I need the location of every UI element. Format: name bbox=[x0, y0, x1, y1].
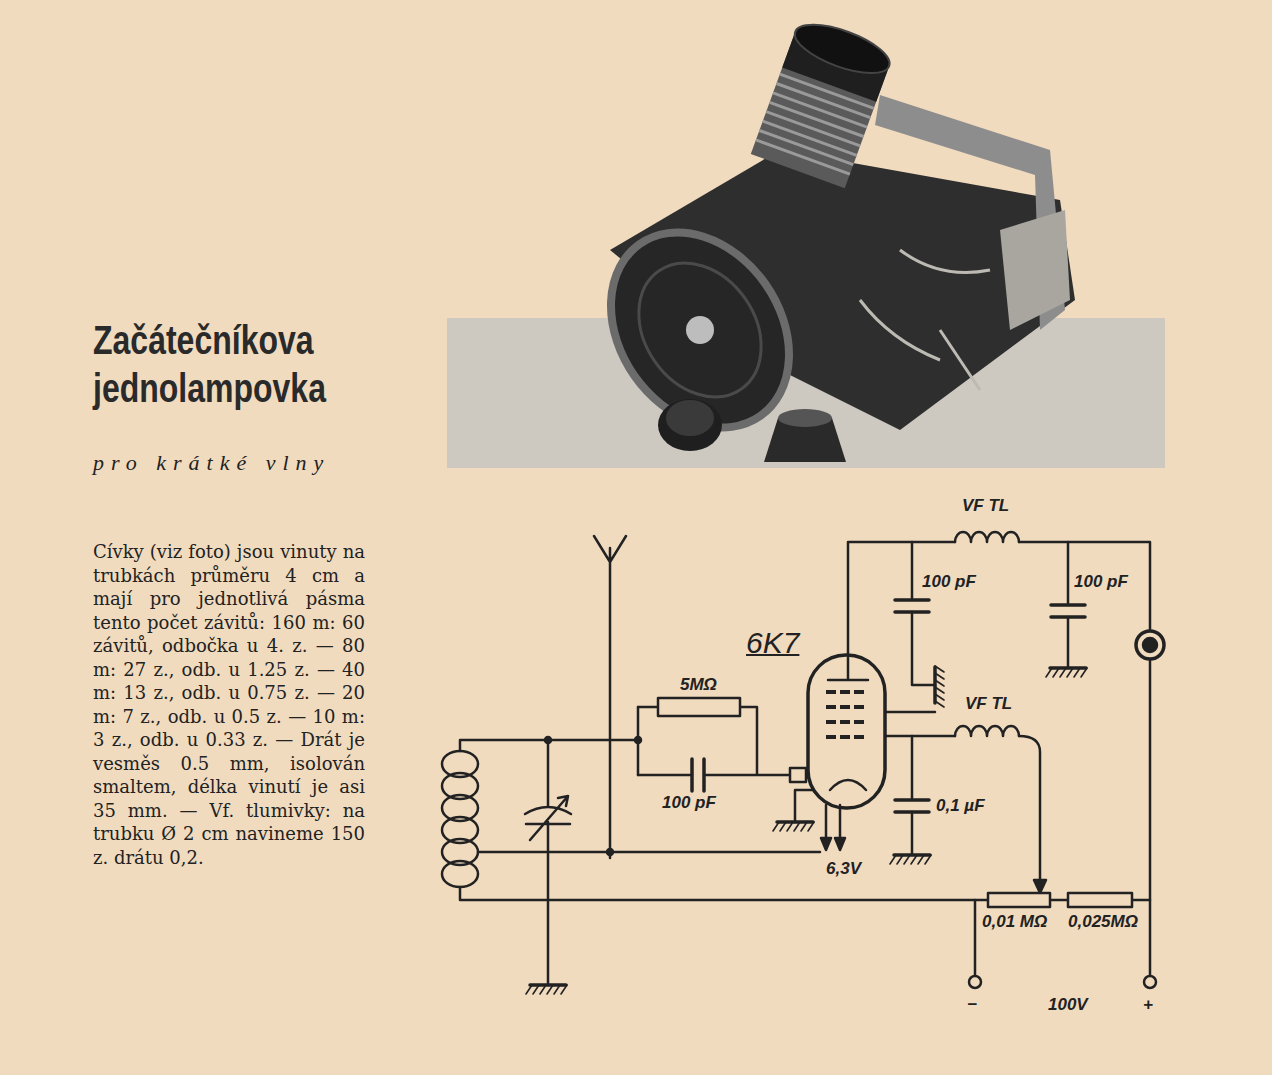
photo bbox=[447, 15, 1165, 468]
value-label: 100 pF bbox=[1074, 573, 1128, 592]
choke-symbol bbox=[955, 532, 1019, 542]
arrow-head bbox=[821, 838, 845, 850]
dial-ring bbox=[614, 239, 787, 420]
wire bbox=[860, 250, 990, 390]
article-title: Začátečníkova jednolampovka bbox=[93, 316, 365, 412]
coil-symbol bbox=[442, 751, 478, 887]
coil-top bbox=[789, 15, 895, 83]
value-label: 100 pF bbox=[662, 794, 716, 813]
antenna-symbol bbox=[594, 536, 626, 858]
wire bbox=[460, 707, 1150, 900]
ground-symbol bbox=[526, 985, 567, 994]
choke-symbol bbox=[955, 726, 1019, 736]
grid-cap bbox=[790, 768, 806, 782]
knob bbox=[658, 399, 722, 451]
knobs bbox=[658, 399, 846, 462]
junction-dot bbox=[545, 737, 551, 743]
tube-grids bbox=[826, 692, 864, 737]
wire bbox=[848, 542, 1150, 980]
wire bbox=[974, 900, 977, 976]
wire bbox=[547, 740, 550, 985]
knob-top bbox=[778, 409, 832, 427]
wire bbox=[885, 736, 1040, 880]
variable-capacitor-symbol bbox=[525, 796, 571, 840]
jack-center bbox=[1143, 638, 1157, 652]
heater-lead bbox=[826, 805, 840, 840]
coil-former bbox=[751, 15, 896, 188]
terminal-symbol bbox=[969, 976, 981, 988]
resistor-symbol bbox=[1068, 893, 1132, 907]
voltage-label: 6,3V bbox=[826, 860, 861, 879]
coil-turn bbox=[442, 861, 478, 887]
subtitle: pro krátké vlny bbox=[93, 450, 330, 476]
dial-hub bbox=[686, 316, 714, 344]
part-label: VF TL bbox=[962, 497, 1009, 516]
chassis-side bbox=[1000, 210, 1070, 330]
capacitor-symbol bbox=[1051, 605, 1085, 617]
wire bbox=[885, 711, 935, 714]
ground-symbol bbox=[1046, 668, 1087, 677]
voltage-label: 100V bbox=[1048, 996, 1088, 1015]
capacitor-symbol bbox=[895, 800, 929, 812]
potentiometer-symbol bbox=[988, 893, 1050, 907]
tube-label: 6K7 bbox=[746, 626, 799, 659]
body-text: Cívky (viz foto) jsou vinuty na trubkách… bbox=[93, 540, 365, 869]
tube-cathode bbox=[830, 780, 866, 790]
capacitor-symbol bbox=[692, 759, 704, 791]
terminal-label: + bbox=[1143, 996, 1153, 1015]
tube-envelope bbox=[808, 655, 885, 808]
part-label: VF TL bbox=[965, 695, 1012, 714]
knob-top bbox=[666, 400, 714, 436]
resistor-symbol bbox=[658, 698, 740, 716]
wiper-arrow bbox=[1034, 880, 1046, 893]
terminal-symbol bbox=[1144, 976, 1156, 988]
ground-symbol bbox=[890, 855, 931, 864]
value-label: 0,025MΩ bbox=[1068, 913, 1138, 932]
jack-symbol bbox=[1136, 631, 1164, 659]
value-label: 100 pF bbox=[922, 573, 976, 592]
tube-anode bbox=[828, 655, 868, 680]
ground-symbol bbox=[773, 822, 814, 831]
wire bbox=[911, 736, 914, 855]
tube-symbol bbox=[790, 655, 885, 808]
schematic bbox=[442, 532, 1164, 994]
terminal-label: − bbox=[967, 996, 977, 1015]
ground-symbol bbox=[935, 666, 944, 707]
wire bbox=[795, 790, 812, 822]
value-label: 0,01 MΩ bbox=[982, 913, 1047, 932]
value-label: 5MΩ bbox=[680, 676, 717, 695]
capacitor-symbol bbox=[895, 600, 929, 612]
value-label: 0,1 µF bbox=[936, 797, 985, 816]
wire bbox=[478, 851, 820, 854]
junction-dot bbox=[635, 737, 641, 743]
junction-dot bbox=[607, 849, 613, 855]
